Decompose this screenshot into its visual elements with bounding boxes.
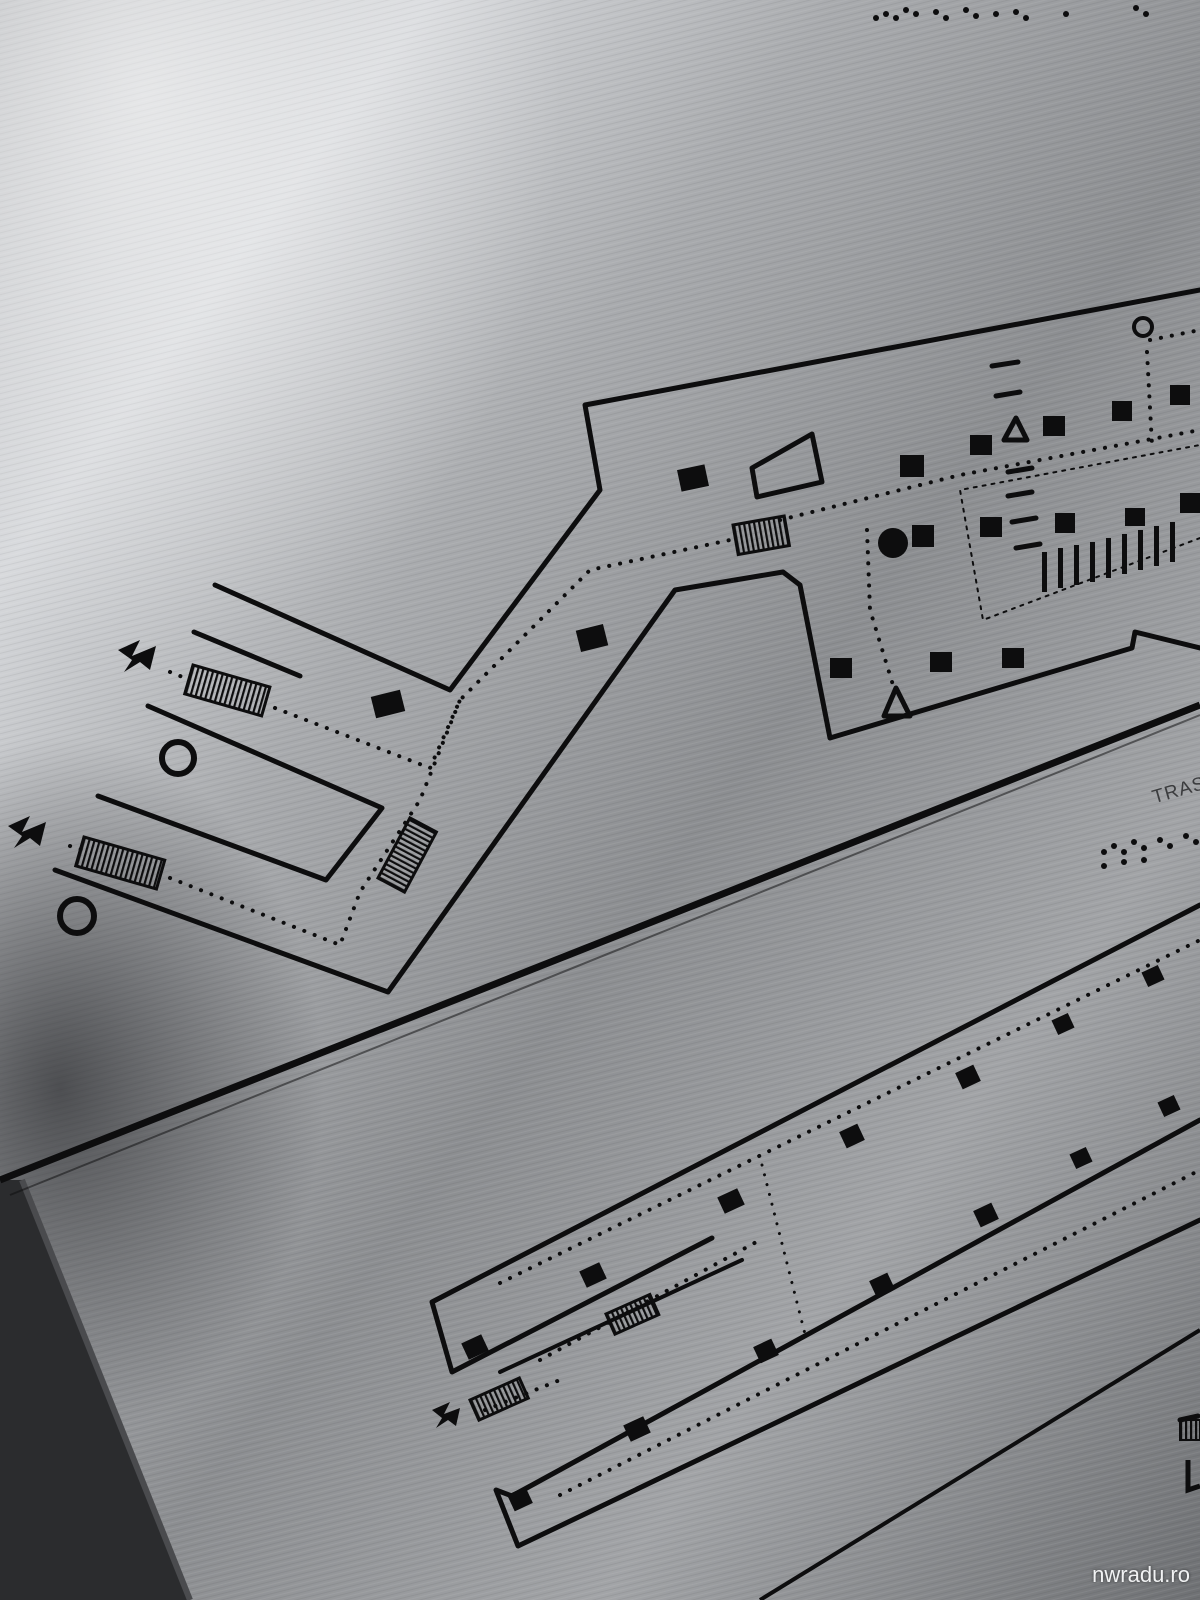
ticket-gate-markers xyxy=(73,514,792,895)
lower-square-markers xyxy=(461,964,1181,1512)
exit-circle-markers xyxy=(57,316,1154,936)
lower-ticket-gate-markers xyxy=(468,1292,661,1423)
photo-watermark: nwradu.ro xyxy=(1092,1562,1190,1587)
braille-dots xyxy=(873,5,1199,869)
section-divider-line xyxy=(0,701,1200,1184)
elevator-marker xyxy=(878,528,908,558)
plate-frame xyxy=(0,1180,190,1600)
tactile-square-markers xyxy=(370,385,1200,719)
wheelchair-icon xyxy=(8,640,460,1428)
stairs-marker xyxy=(1042,522,1175,592)
upper-station-outline xyxy=(52,287,1200,995)
triangle-markers xyxy=(881,415,1030,719)
dash-markers xyxy=(989,359,1200,1423)
partial-route-symbols xyxy=(1179,1419,1200,1494)
lower-tactile-guide-path xyxy=(483,938,1200,1497)
